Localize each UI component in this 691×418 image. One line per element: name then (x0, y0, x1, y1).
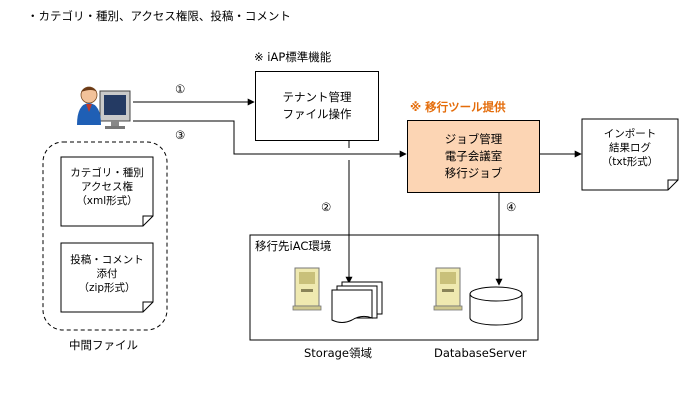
zip-doc-text: 投稿・コメント 添付 （zip形式） (70, 254, 144, 294)
step-3: ③ (175, 128, 186, 142)
migration-note: ※ 移行ツール提供 (410, 100, 506, 114)
xml-document (60, 156, 154, 227)
target-env-label: 移行先iAC環境 (255, 239, 332, 253)
database-icon (469, 286, 523, 326)
intermediate-group (42, 141, 168, 331)
import-log-document (581, 118, 679, 191)
server-icon (292, 267, 322, 311)
db-label: DatabaseServer (434, 346, 527, 360)
iap-note: ※ iAP標準機能 (254, 50, 332, 64)
server-icon (433, 267, 463, 311)
intermediate-label: 中間ファイル (69, 338, 138, 352)
xml-doc-text: カテゴリ・種別 アクセス権 （xml形式） (70, 167, 144, 207)
document-stack-icon (331, 281, 383, 323)
step-4: ④ (506, 200, 517, 214)
import-log-text: インポート 結果ログ （txt形式） (601, 128, 659, 168)
iap-box: テナント管理 ファイル操作 (255, 71, 379, 141)
iap-box-text: テナント管理 ファイル操作 (282, 90, 352, 121)
zip-document (60, 242, 154, 313)
page-heading: ・カテゴリ・種別、アクセス権限、投稿・コメント (27, 9, 291, 23)
step-1: ① (175, 82, 186, 96)
step-2: ② (321, 200, 332, 214)
storage-label: Storage領域 (304, 346, 372, 360)
migration-box: ジョブ管理 電子会議室 移行ジョブ (407, 120, 540, 193)
migration-box-text: ジョブ管理 電子会議室 移行ジョブ (444, 132, 503, 180)
user-pc-icon (77, 86, 131, 129)
target-env-box (249, 234, 539, 341)
